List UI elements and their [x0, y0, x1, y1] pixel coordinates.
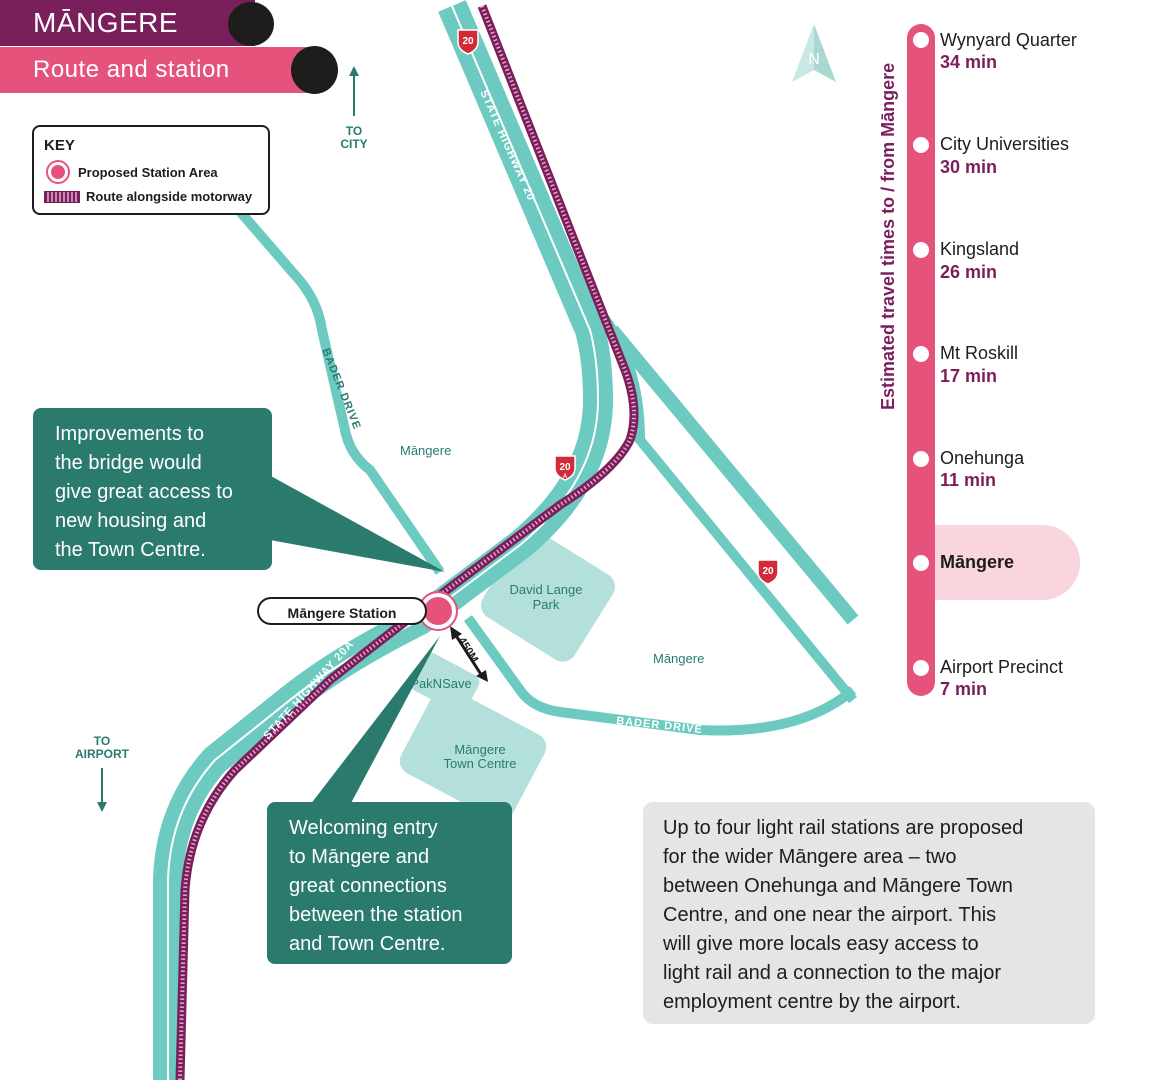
page-title-bar: MĀNGERE [0, 0, 255, 46]
stop-dot-icon [913, 137, 929, 153]
distance-label: 450M [455, 635, 480, 665]
stop-time-airport: 7 min [940, 679, 988, 699]
key-station-label: Proposed Station Area [78, 164, 218, 180]
stop-name-mt-roskill: Mt Roskill [940, 343, 1019, 363]
stop-time-universities: 30 min [940, 157, 998, 177]
shield-20a-icon: 20 A [554, 455, 576, 481]
bridge-callout-line: give great access to [55, 481, 233, 503]
info-line: Centre, and one near the airport. This [663, 904, 997, 926]
shield-20a-suffix: A [563, 474, 568, 480]
stop-dot-icon [913, 346, 929, 362]
entry-callout-line: Welcoming entry [289, 817, 438, 839]
mangere-label-east: Māngere [653, 651, 704, 666]
north-label: N [808, 51, 820, 68]
stop-dot-icon [913, 32, 929, 48]
page-subtitle-bar: Route and station [0, 47, 318, 93]
rail-key-icon [44, 190, 80, 203]
title-dot-icon [228, 2, 274, 46]
entry-callout-line: and Town Centre. [289, 933, 446, 955]
to-airport-label-2: AIRPORT [75, 747, 130, 761]
stop-dot-icon [913, 451, 929, 467]
stop-time-kingsland: 26 min [940, 262, 998, 282]
key-route-label: Route alongside motorway [86, 189, 253, 204]
stop-time-mt-roskill: 17 min [940, 366, 998, 386]
shield-20-icon: 20 [457, 29, 479, 55]
page-subtitle: Route and station [33, 56, 230, 83]
info-line: light rail and a connection to the major [663, 962, 1001, 984]
shield-20-text: 20 [462, 36, 474, 47]
key-row-route: Route alongside motorway [44, 189, 252, 204]
stop-time-wynyard: 34 min [940, 52, 998, 72]
to-airport-label-1: TO [94, 734, 110, 748]
distance-arrow [453, 633, 484, 677]
info-line: employment centre by the airport. [663, 991, 961, 1013]
bader-drive-road-south [463, 615, 857, 736]
bridge-callout: Improvements to the bridge would give gr… [33, 408, 272, 570]
entry-callout-line: to Māngere and [289, 846, 430, 868]
town-centre-area [399, 686, 547, 822]
station-label[interactable]: Māngere Station [257, 597, 427, 625]
info-box: Up to four light rail stations are propo… [643, 802, 1095, 1024]
shield-20-east-text: 20 [762, 566, 774, 577]
bridge-callout-line: Improvements to [55, 423, 204, 445]
bridge-callout-line: the bridge would [55, 452, 202, 474]
info-line: will give more locals easy access to [663, 933, 979, 955]
key-title: KEY [44, 137, 75, 154]
to-city-label-1: TO [346, 124, 362, 138]
bader-drive-road [226, 196, 445, 575]
stop-name-mangere: Māngere [940, 552, 1015, 572]
stop-dot-icon [913, 660, 929, 676]
town-centre-label-1: Māngere [454, 742, 505, 757]
entry-callout: Welcoming entry to Māngere and great con… [267, 802, 512, 964]
info-line: between Onehunga and Māngere Town [663, 875, 1013, 897]
entry-callout-line: between the station [289, 904, 463, 926]
bridge-callout-line: the Town Centre. [55, 539, 206, 561]
page-title: MĀNGERE [33, 7, 179, 38]
key-row-station: Proposed Station Area [44, 162, 218, 182]
entry-callout-pointer [310, 636, 440, 805]
sh20a-label: STATE HIGHWAY 20A [261, 638, 356, 742]
info-line: for the wider Māngere area – two [663, 846, 957, 868]
stop-dot-icon [913, 242, 929, 258]
stop-name-onehunga: Onehunga [940, 448, 1025, 468]
paknsave-label: PakNSave [410, 676, 471, 691]
mangere-label-north: Māngere [400, 443, 451, 458]
bridge-callout-line: new housing and [55, 510, 207, 532]
stop-name-wynyard: Wynyard Quarter [940, 30, 1077, 50]
entry-callout-line: great connections [289, 875, 447, 897]
subtitle-dot-icon [291, 46, 338, 94]
bridge-callout-pointer [260, 470, 445, 572]
shield-20-east-icon: 20 [757, 559, 779, 585]
state-highway-20-east [606, 325, 859, 625]
info-line: Up to four light rail stations are propo… [663, 817, 1024, 839]
stop-dot-icon [913, 555, 929, 571]
bader-drive-label-south: BADER DRIVE [616, 715, 704, 736]
north-arrow-icon [792, 24, 814, 82]
stop-name-airport: Airport Precinct [940, 657, 1064, 677]
park-label-1: David Lange [510, 582, 583, 597]
stop-name-universities: City Universities [940, 134, 1070, 154]
stop-time-onehunga: 11 min [940, 470, 997, 490]
map-key: KEY Proposed Station Area Route alongsid… [32, 125, 270, 215]
shield-20a-text: 20 [559, 462, 571, 473]
to-city-label-2: CITY [340, 137, 367, 151]
stop-name-kingsland: Kingsland [940, 239, 1020, 259]
timeline-axis-label: Estimated travel times to / from Māngere [878, 62, 898, 410]
park-label-2: Park [533, 597, 560, 612]
current-stop-highlight [934, 525, 1080, 600]
station-key-icon [48, 162, 68, 182]
town-centre-label-2: Town Centre [444, 756, 517, 771]
